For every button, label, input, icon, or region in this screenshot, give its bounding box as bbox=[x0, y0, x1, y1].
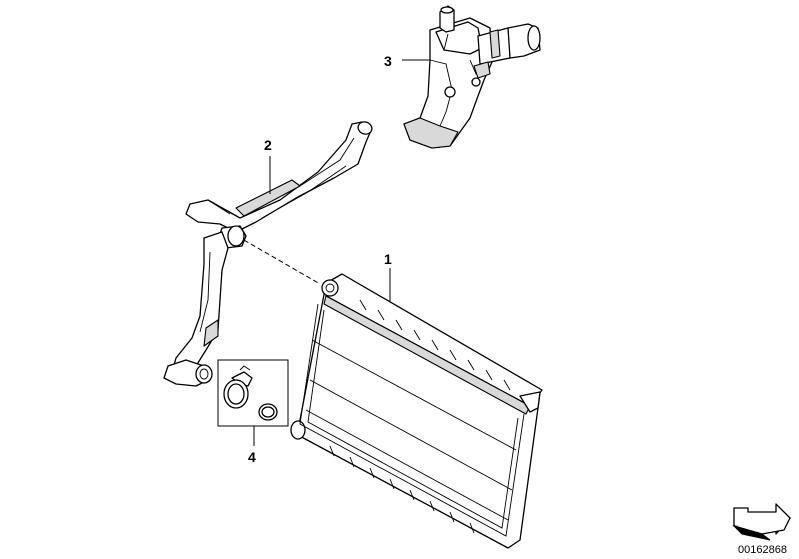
callout-2: 2 bbox=[264, 137, 272, 194]
part-2-coolant-hose[interactable] bbox=[163, 120, 374, 387]
callout-1: 1 bbox=[384, 251, 392, 302]
svg-text:2: 2 bbox=[264, 137, 272, 153]
callout-4: 4 bbox=[248, 426, 256, 465]
document-number: 00162868 bbox=[738, 544, 787, 556]
part-3-valve-housing[interactable] bbox=[403, 5, 541, 149]
part-4-clamp-and-seal[interactable] bbox=[217, 359, 289, 427]
svg-text:1: 1 bbox=[384, 251, 392, 267]
callout-3: 3 bbox=[384, 53, 430, 69]
part-1-heater-core[interactable] bbox=[290, 273, 543, 549]
parts-catalog-arrow-icon bbox=[732, 503, 791, 541]
alignment-line bbox=[243, 239, 321, 285]
svg-text:3: 3 bbox=[384, 53, 392, 69]
svg-text:4: 4 bbox=[248, 449, 256, 465]
